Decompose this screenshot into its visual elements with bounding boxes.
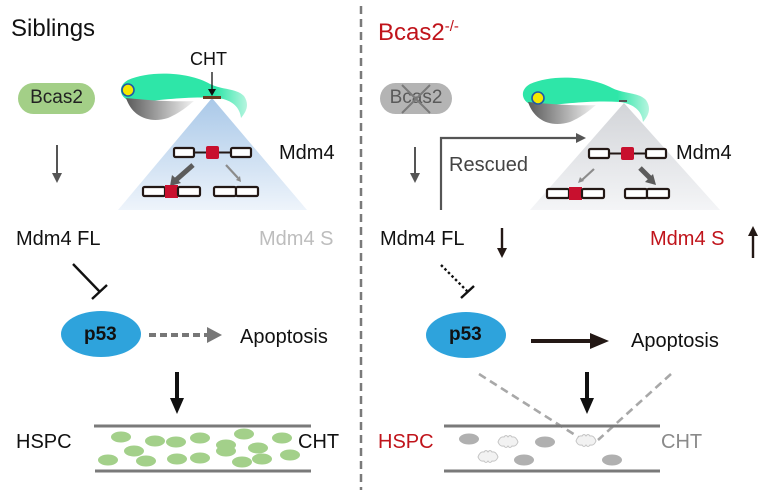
right-mdm4-gene-label: Mdm4 xyxy=(676,142,732,164)
hspc-cell xyxy=(252,453,272,465)
hspc-cell xyxy=(248,442,268,454)
right-p53-to-hspc-arrow xyxy=(580,372,594,414)
left-p53-label: p53 xyxy=(84,324,117,345)
hspc-cell xyxy=(190,432,210,444)
right-p53-apoptosis-solid-arrow xyxy=(531,333,609,349)
hspc-cell-apoptotic xyxy=(575,434,597,447)
hspc-cell xyxy=(280,449,300,461)
right-fish-yolk xyxy=(528,102,596,124)
right-p53-label: p53 xyxy=(449,324,482,345)
left-p53-node xyxy=(61,311,141,357)
left-mdm4-gene-label: Mdm4 xyxy=(279,142,335,164)
hspc-cell xyxy=(111,431,131,443)
right-mdm4-weak-inhibition-p53 xyxy=(440,264,475,299)
right-apoptosis-label: Apoptosis xyxy=(631,330,719,352)
left-mdm4-fl-label: Mdm4 FL xyxy=(16,228,101,250)
left-apoptosis-label: Apoptosis xyxy=(240,326,328,348)
left-fish-eye xyxy=(121,83,135,97)
right-panel-title: Bcas2-/- xyxy=(378,18,459,46)
right-mdm4-s-label: Mdm4 S xyxy=(650,228,725,250)
hspc-cell xyxy=(190,452,210,464)
left-mdm4-inhibits-p53 xyxy=(72,263,108,300)
right-hspc-cells xyxy=(459,433,622,466)
hspc-cell-depleted xyxy=(514,454,534,466)
left-cht-vessel xyxy=(94,424,311,473)
right-title-gene: Bcas2 xyxy=(378,19,445,46)
rescued-label: Rescued xyxy=(449,154,528,176)
hspc-cell xyxy=(166,436,186,448)
right-hspc-label: HSPC xyxy=(378,431,434,453)
hspc-cell xyxy=(124,445,144,457)
hspc-cell xyxy=(232,456,252,468)
hspc-cell xyxy=(272,432,292,444)
hspc-cell xyxy=(167,453,187,465)
right-cht-label: CHT xyxy=(661,431,703,453)
hspc-cell-apoptotic xyxy=(497,435,519,448)
left-hspc-cells xyxy=(98,428,300,468)
left-fish-body xyxy=(120,73,248,118)
right-bcas2-node-knockout: Bcas2 xyxy=(380,83,452,114)
hspc-cell xyxy=(216,445,236,457)
left-bcas2-node: Bcas2 xyxy=(18,83,95,114)
hspc-cell xyxy=(136,455,156,467)
hspc-cell xyxy=(145,435,165,447)
left-p53-to-hspc-arrow xyxy=(170,372,184,414)
rescued-arrow xyxy=(439,133,586,210)
right-title-genotype: -/- xyxy=(444,18,459,35)
right-mdm4-fl-label: Mdm4 FL xyxy=(380,228,465,250)
right-cht-vessel xyxy=(444,424,660,473)
right-fish-body xyxy=(522,77,650,122)
hspc-cell-depleted xyxy=(535,436,555,448)
left-fish-yolk xyxy=(126,98,194,120)
hspc-cell xyxy=(98,454,118,466)
left-panel-title: Siblings xyxy=(11,15,96,42)
left-hspc-label: HSPC xyxy=(16,431,72,453)
mdm4-fl-decrease-arrow xyxy=(497,228,507,258)
right-fish-eye xyxy=(531,91,545,105)
left-cht-region-mark xyxy=(203,96,221,99)
hspc-cell xyxy=(234,428,254,440)
left-p53-apoptosis-dashed-arrow xyxy=(149,327,222,343)
right-p53-node xyxy=(426,312,506,358)
right-mdm4-splicing-diagram xyxy=(545,147,671,200)
left-cht-pointer-label: CHT xyxy=(190,49,227,69)
hspc-cell-depleted xyxy=(602,454,622,466)
left-mdm4-s-label: Mdm4 S xyxy=(259,228,334,250)
right-bcas2-label: Bcas2 xyxy=(389,87,443,108)
left-cht-label: CHT xyxy=(298,431,340,453)
right-apoptosis-depletion-v-lines xyxy=(478,372,672,442)
hspc-cell-apoptotic xyxy=(477,450,499,463)
hspc-cell-depleted xyxy=(459,433,479,445)
mdm4-s-increase-arrow xyxy=(748,226,758,258)
knockout-cross-icon xyxy=(401,84,431,114)
left-mdm4-splicing-diagram xyxy=(141,146,260,198)
